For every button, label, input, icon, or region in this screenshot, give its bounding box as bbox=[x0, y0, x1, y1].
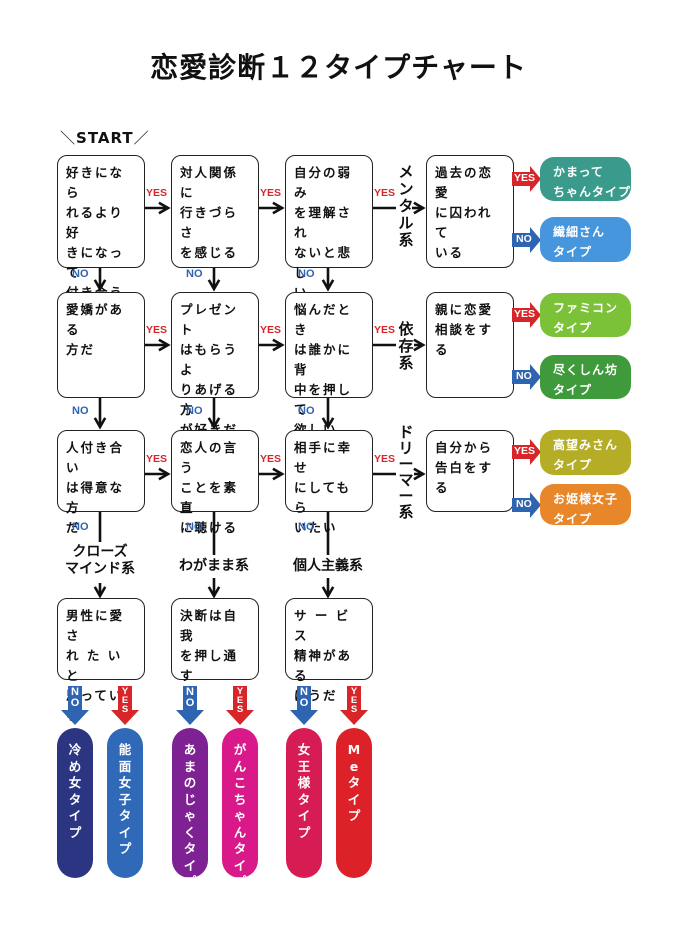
start-label: ＼START／ bbox=[60, 127, 150, 148]
result-type-pill: 能面女子タイプ bbox=[107, 728, 143, 878]
arrow-shape-icon bbox=[512, 166, 541, 192]
no-label: NO bbox=[70, 686, 80, 709]
question-r3c3: 相手に幸せ にしてもら いたい bbox=[285, 430, 373, 535]
result-type-pill: がんこちゃんタイプ bbox=[222, 728, 258, 889]
no-label: NO bbox=[186, 405, 203, 417]
yes-label: YES bbox=[374, 324, 396, 336]
no-label: NO bbox=[72, 268, 89, 280]
question-r3c2: 恋人の言う ことを素直 に聴ける bbox=[171, 430, 259, 535]
question-r1c1: 好きになら れるより好 きになって 付き合うこ とが多い bbox=[57, 155, 145, 340]
yes-label: YES bbox=[374, 187, 396, 199]
no-label: NO bbox=[298, 521, 315, 533]
yes-label: YES bbox=[236, 686, 244, 715]
yes-label: YES bbox=[260, 324, 282, 336]
result-type-label: 女王様タイプ bbox=[297, 742, 311, 840]
question-r3c1: 人付き合い は得意な方 だ bbox=[57, 430, 145, 535]
arrow-shape-icon bbox=[111, 686, 139, 725]
start-slash-right: ／ bbox=[133, 129, 150, 147]
result-type-pill: かまって ちゃんタイプ bbox=[540, 157, 631, 201]
no-label: NO bbox=[72, 521, 89, 533]
arrow-shape-icon bbox=[512, 226, 541, 253]
no-label: NO bbox=[186, 268, 203, 280]
yes-label: YES bbox=[514, 172, 536, 184]
yes-label: YES bbox=[146, 187, 168, 199]
result-type-pill: 冷め女タイプ bbox=[57, 728, 93, 878]
no-tag-arrow: NO bbox=[512, 491, 542, 522]
result-type-label: 能面女子タイプ bbox=[118, 742, 132, 856]
no-tag-arrow: NO bbox=[512, 226, 542, 257]
yes-down-arrow: YES bbox=[110, 686, 140, 730]
no-label: NO bbox=[298, 268, 315, 280]
result-type-label: Meタイプ bbox=[347, 742, 361, 823]
result-type-label: がんこちゃんタイプ bbox=[233, 742, 247, 889]
question-r1c4: 過去の恋愛 に囚われて いる bbox=[426, 155, 514, 268]
no-tag-arrow: NO bbox=[512, 364, 542, 394]
result-type-pill: 女王様タイプ bbox=[286, 728, 322, 878]
arrow-shape-icon bbox=[340, 686, 368, 725]
question-r1c3: 自分の弱み を理解され ないと悲し い bbox=[285, 155, 373, 300]
question-r2c1: 愛嬌がある 方だ bbox=[57, 292, 145, 398]
category-dreamer: ドリーマー系 bbox=[398, 423, 414, 521]
category-mental: メンタル系 bbox=[398, 163, 414, 249]
category-selfish: わがまま系 bbox=[179, 558, 249, 574]
yes-tag-arrow: YES bbox=[512, 166, 542, 196]
no-label: NO bbox=[516, 497, 532, 510]
yes-label: YES bbox=[514, 445, 536, 457]
no-down-arrow: NO bbox=[60, 686, 90, 730]
no-down-arrow: NO bbox=[175, 686, 205, 730]
result-type-pill: ファミコン タイプ bbox=[540, 293, 631, 337]
question-r4c2: 決断は自我 を押し通す bbox=[171, 598, 259, 683]
yes-label: YES bbox=[514, 308, 536, 320]
result-type-pill: 繊細さん タイプ bbox=[540, 217, 631, 262]
question-r4c3: サ ー ビ ス 精神がある ほうだ bbox=[285, 598, 373, 703]
yes-label: YES bbox=[374, 453, 396, 465]
result-type-pill: あまのじゃくタイプ bbox=[172, 728, 208, 889]
arrow-shape-icon bbox=[290, 686, 318, 725]
yes-down-arrow: YES bbox=[225, 686, 255, 730]
no-label: NO bbox=[298, 405, 315, 417]
yes-label: YES bbox=[146, 453, 168, 465]
arrow-shape-icon bbox=[61, 686, 89, 725]
question-r4c1: 男性に愛さ れ た い と 思っている bbox=[57, 598, 145, 723]
category-individualist: 個人主義系 bbox=[293, 558, 363, 574]
yes-label: YES bbox=[260, 187, 282, 199]
arrow-shape-icon bbox=[512, 302, 541, 328]
yes-label: YES bbox=[260, 453, 282, 465]
yes-label: YES bbox=[146, 324, 168, 336]
yes-label: YES bbox=[121, 686, 129, 715]
question-r2c4: 親に恋愛 相談をする bbox=[426, 292, 514, 398]
arrow-shape-icon bbox=[226, 686, 254, 725]
no-down-arrow: NO bbox=[289, 686, 319, 730]
question-r3c4: 自分から 告白をする bbox=[426, 430, 514, 512]
question-r2c2: プレゼント はもらうよ りあげる方 が好きだ bbox=[171, 292, 259, 437]
yes-label: YES bbox=[350, 686, 358, 715]
question-r2c3: 悩んだとき は誰かに背 中を押して 欲しい bbox=[285, 292, 373, 437]
question-r1c2: 対人関係に 行きづらさ を感じる bbox=[171, 155, 259, 268]
result-type-pill: Meタイプ bbox=[336, 728, 372, 878]
no-label: NO bbox=[516, 370, 532, 382]
result-type-pill: お姫様女子 タイプ bbox=[540, 484, 631, 526]
chart-title: 恋愛診断１２タイプチャート bbox=[150, 51, 527, 84]
category-dependent: 依存系 bbox=[398, 320, 414, 372]
arrow-shape-icon bbox=[176, 686, 204, 725]
no-label: NO bbox=[516, 232, 532, 245]
no-label: NO bbox=[185, 686, 195, 709]
result-type-label: あまのじゃくタイプ bbox=[183, 742, 197, 889]
yes-tag-arrow: YES bbox=[512, 302, 542, 332]
yes-down-arrow: YES bbox=[339, 686, 369, 730]
category-closed-mind: クローズ マインド系 bbox=[65, 544, 135, 577]
start-text: START bbox=[76, 129, 134, 147]
no-label: NO bbox=[299, 686, 309, 709]
arrow-shape-icon bbox=[512, 364, 541, 390]
yes-tag-arrow: YES bbox=[512, 439, 542, 469]
result-type-pill: 尽くしん坊 タイプ bbox=[540, 355, 631, 399]
no-label: NO bbox=[186, 521, 203, 533]
arrow-shape-icon bbox=[512, 491, 541, 518]
result-type-label: 冷め女タイプ bbox=[68, 742, 82, 840]
start-slash-left: ＼ bbox=[60, 129, 77, 147]
no-label: NO bbox=[72, 405, 89, 417]
result-type-pill: 高望みさん タイプ bbox=[540, 430, 631, 475]
arrow-shape-icon bbox=[512, 439, 541, 465]
